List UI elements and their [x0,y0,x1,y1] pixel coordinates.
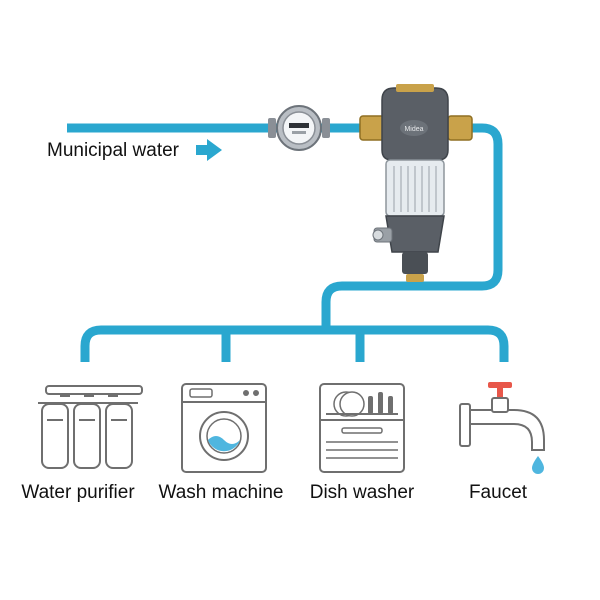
pre-filter-icon: Midea [359,84,473,282]
appliance-label-faucet: Faucet [468,482,528,503]
faucet-icon [459,382,545,474]
source-label: Municipal water [47,140,179,161]
appliance-label-water-purifier: Water purifier [21,482,135,503]
appliance-label-dish-washer: Dish washer [309,482,415,503]
filter-brand-text: Midea [404,126,423,133]
dish-washer-icon [319,383,405,473]
wash-machine-icon [181,383,267,473]
water-meter-icon [268,105,330,151]
outlet-pipe [321,123,503,330]
water-purifier-icon [38,385,143,469]
pipe-network [67,123,509,362]
distribution-pipe [80,325,509,362]
flow-arrow-icon [196,139,222,161]
appliance-label-wash-machine: Wash machine [158,482,284,503]
